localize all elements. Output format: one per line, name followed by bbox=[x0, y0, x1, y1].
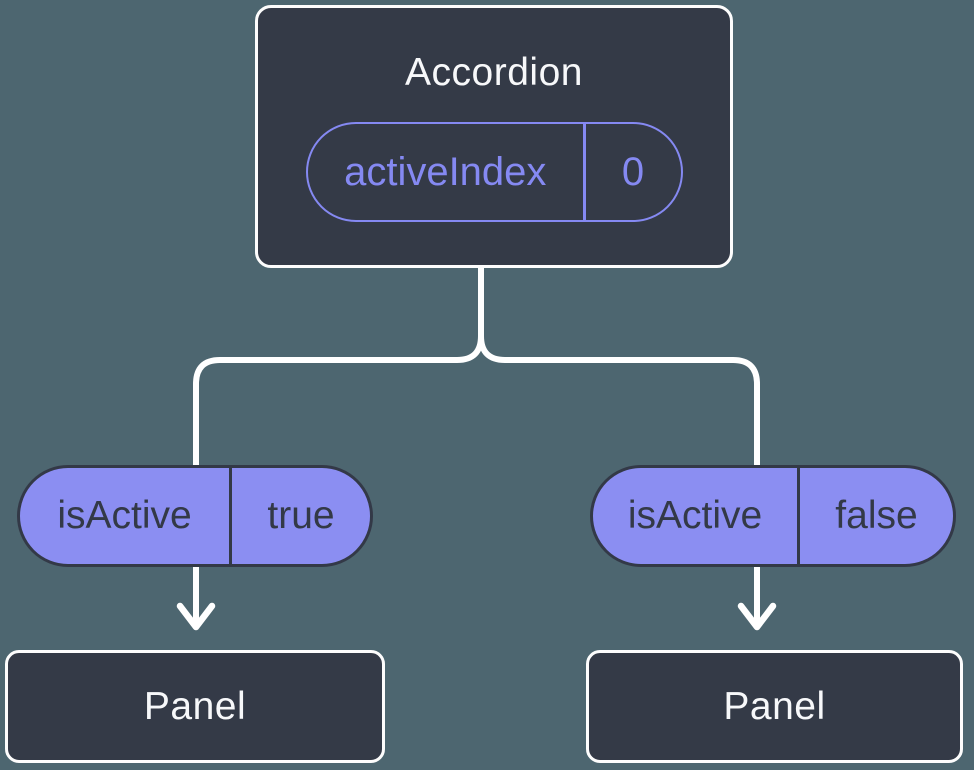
arrowhead-left-icon bbox=[176, 602, 216, 631]
pill-divider bbox=[797, 468, 800, 564]
panel-node-left: Panel bbox=[5, 650, 385, 763]
panel-title: Panel bbox=[723, 684, 826, 728]
state-pill-name: activeIndex bbox=[344, 149, 547, 194]
accordion-title: Accordion bbox=[405, 51, 583, 94]
prop-pill-name: isActive bbox=[627, 494, 763, 537]
arrowhead-right-icon bbox=[737, 602, 777, 631]
panel-title: Panel bbox=[143, 684, 247, 728]
pill-divider bbox=[583, 124, 586, 220]
accordion-node: Accordion activeIndex 0 bbox=[255, 5, 733, 268]
connector-right-branch bbox=[478, 263, 760, 622]
prop-pill-value: false bbox=[835, 494, 918, 537]
panel-node-right: Panel bbox=[586, 650, 963, 763]
state-pill-active-index: activeIndex 0 bbox=[305, 122, 683, 222]
prop-pill-is-active-true: isActive true bbox=[17, 465, 373, 567]
prop-pill-is-active-false: isActive false bbox=[590, 465, 956, 567]
pill-divider bbox=[229, 468, 232, 564]
prop-pill-name: isActive bbox=[57, 494, 192, 537]
state-pill-value: 0 bbox=[621, 149, 645, 194]
prop-pill-value: true bbox=[267, 494, 335, 537]
